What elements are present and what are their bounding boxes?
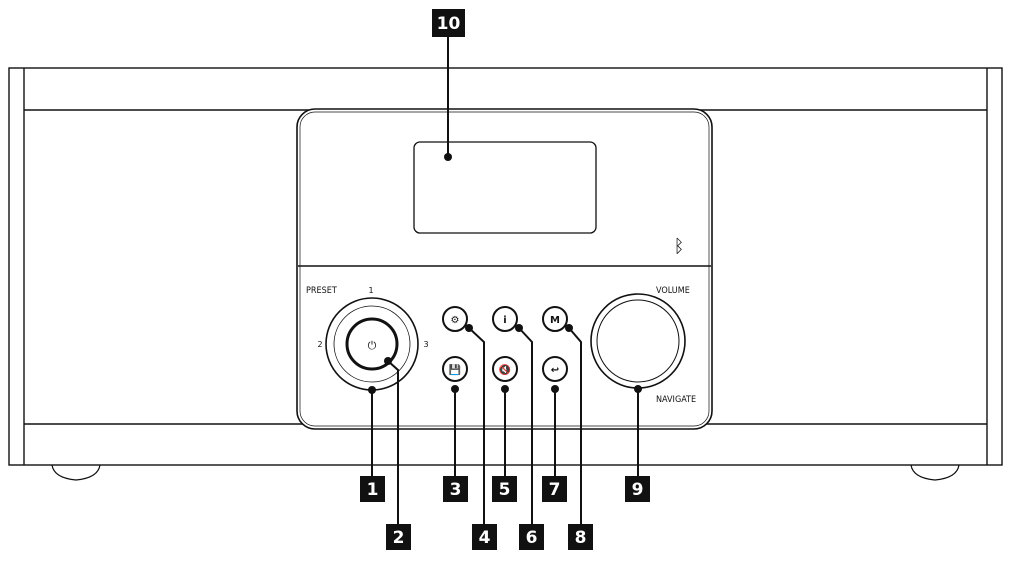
svg-text:3: 3	[450, 480, 462, 500]
preset-label: PRESET	[306, 286, 337, 296]
svg-text:4: 4	[479, 528, 491, 548]
leader-lines	[371, 327, 639, 525]
preset-ring-label-1: 1	[368, 286, 373, 295]
callout-dot-6	[515, 324, 523, 332]
callout-tag-10: 10	[432, 9, 465, 37]
callout-tag-7: 7	[542, 476, 567, 502]
info-icon: i	[503, 315, 506, 326]
callout-tag-8: 8	[568, 524, 593, 550]
callout-tag-9: 9	[625, 476, 650, 502]
mode-button[interactable]	[542, 306, 568, 332]
callout-dot-8	[565, 324, 573, 332]
callout-dot-5	[501, 385, 509, 393]
display-screen	[413, 141, 597, 234]
info-button[interactable]	[492, 306, 518, 332]
power-icon[interactable]: ⏻	[368, 339, 377, 352]
bluetooth-icon: ᛒ	[674, 236, 685, 257]
svg-text:9: 9	[632, 480, 644, 500]
svg-text:2: 2	[393, 528, 405, 548]
callout-dot-2	[384, 357, 392, 365]
callout-tag-6: 6	[519, 524, 544, 550]
preset-ring-label-2: 2	[317, 340, 322, 349]
callout-dot-3	[451, 385, 459, 393]
callout-tag-1: 1	[360, 476, 385, 502]
right-foot	[910, 464, 960, 481]
callout-dot-4	[465, 324, 473, 332]
callout-tag-4: 4	[472, 524, 497, 550]
callout-dot-9	[634, 385, 642, 393]
svg-text:1: 1	[367, 480, 379, 500]
navigate-label: NAVIGATE	[656, 395, 696, 405]
mute-icon: 🔇	[499, 363, 511, 376]
volume-knob[interactable]	[590, 293, 686, 389]
leader-dots	[368, 153, 642, 394]
svg-text:5: 5	[499, 480, 511, 500]
svg-text:10: 10	[437, 14, 461, 34]
preset-ring-label-3: 3	[423, 340, 428, 349]
callout-dot-1	[368, 386, 376, 394]
left-foot	[51, 464, 101, 481]
save-button[interactable]	[442, 356, 468, 382]
svg-text:7: 7	[549, 480, 561, 500]
mode-icon: M	[550, 315, 560, 326]
volume-label: VOLUME	[656, 286, 690, 296]
back-button[interactable]	[542, 356, 568, 382]
svg-text:6: 6	[526, 528, 538, 548]
feet	[51, 464, 960, 481]
callout-tag-5: 5	[492, 476, 517, 502]
back-icon: ↩	[551, 365, 559, 376]
callout-tag-2: 2	[386, 524, 411, 550]
settings-button[interactable]	[442, 306, 468, 332]
mute-button[interactable]	[492, 356, 518, 382]
save-icon: 💾	[449, 363, 461, 376]
svg-text:8: 8	[575, 528, 587, 548]
settings-icon: ⚙	[451, 315, 460, 326]
callout-dot-7	[551, 385, 559, 393]
callout-tag-3: 3	[443, 476, 468, 502]
